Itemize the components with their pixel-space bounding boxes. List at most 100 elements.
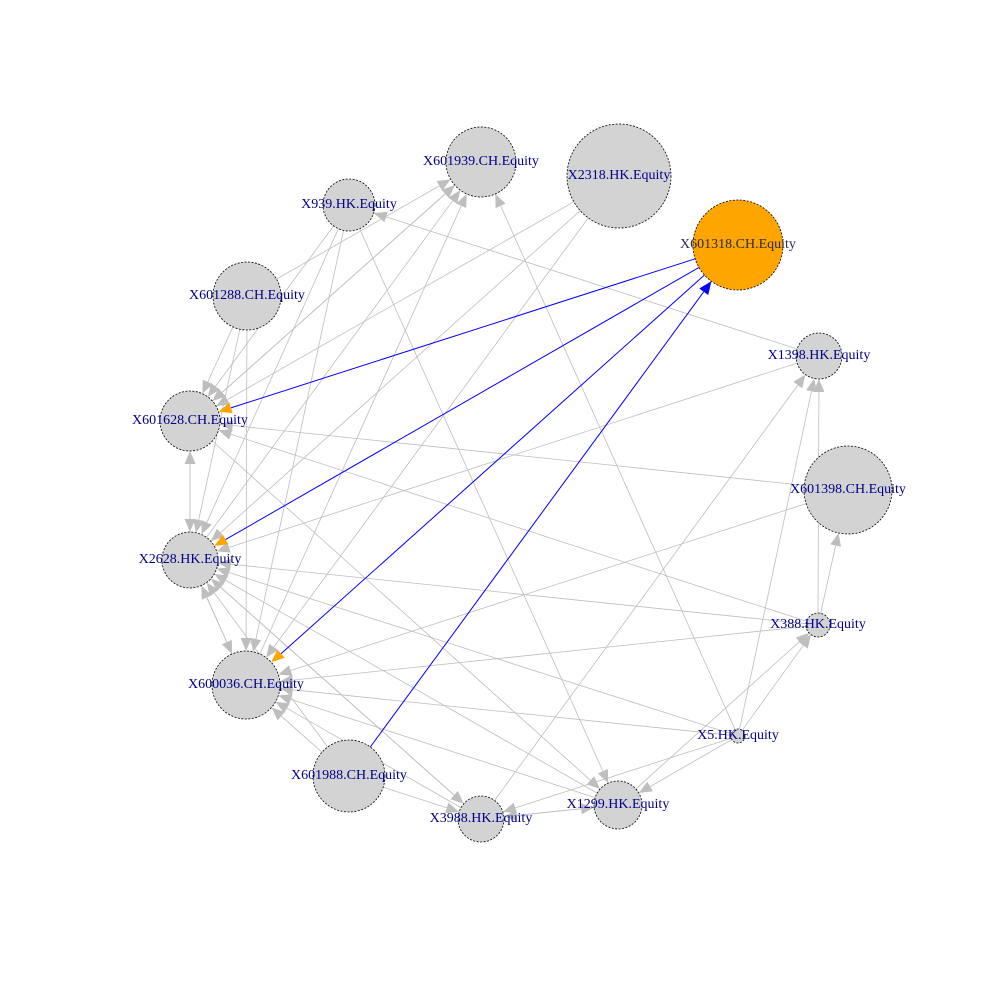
- node-x601288-ch-equity: [212, 261, 282, 331]
- arrowhead: [202, 379, 213, 394]
- arrowhead: [206, 582, 219, 597]
- edge-line: [280, 715, 323, 753]
- node-layer: [159, 123, 893, 843]
- edge-line: [225, 266, 700, 541]
- edge-x3988-hk-equity-to-x2628-hk-equity: [210, 578, 465, 804]
- node-label-x1398-hk-equity: X1398.HK.Equity: [768, 348, 871, 363]
- arrowhead: [221, 639, 233, 654]
- node-x600036-ch-equity: [211, 650, 281, 720]
- arrowhead: [250, 637, 262, 652]
- arrowhead: [830, 533, 841, 547]
- edge-line: [359, 228, 604, 772]
- arrowhead: [240, 638, 252, 651]
- node-x1398-hk-equity: [795, 332, 843, 380]
- edge-x3988-hk-equity-to-x1398-hk-equity: [494, 374, 806, 801]
- arrowhead: [217, 558, 232, 570]
- edge-x2628-hk-equity-to-x601628-ch-equity: [184, 451, 196, 532]
- arrowhead: [580, 803, 595, 815]
- arrowhead: [699, 281, 712, 295]
- edge-x5-hk-equity-to-x388-hk-equity: [741, 634, 811, 731]
- node-x2318-hk-equity: [566, 123, 672, 229]
- edge-line: [220, 587, 465, 804]
- edge-x601318-ch-equity-to-x601628-ch-equity: [218, 258, 696, 414]
- edge-x1299-hk-equity-to-x2628-hk-equity: [214, 573, 598, 794]
- edge-line: [220, 210, 581, 533]
- edge-line: [515, 737, 732, 809]
- arrowhead: [184, 451, 196, 464]
- node-x601939-ch-equity: [445, 126, 517, 198]
- arrowhead: [201, 585, 212, 600]
- edge-x5-hk-equity-to-x2628-hk-equity: [216, 567, 732, 735]
- node-label-x601288-ch-equity: X601288.CH.Equity: [189, 288, 305, 303]
- node-x1299-hk-equity: [593, 780, 643, 830]
- arrowhead: [456, 193, 467, 208]
- arrowhead: [214, 534, 229, 546]
- edge-line: [206, 200, 454, 538]
- arrowhead: [271, 707, 285, 721]
- arrowhead: [266, 643, 279, 658]
- edge-line: [225, 580, 598, 794]
- edge-line: [230, 258, 696, 409]
- edge-x601988-ch-equity-to-x3988-hk-equity: [383, 786, 460, 814]
- edge-line: [369, 291, 705, 748]
- edge-x939-hk-equity-to-x1299-hk-equity: [359, 228, 609, 784]
- node-x2628-hk-equity: [161, 531, 219, 589]
- node-label-x601939-ch-equity: X601939.CH.Equity: [423, 154, 539, 169]
- node-x601398-ch-equity: [803, 445, 893, 535]
- edge-x2318-hk-equity-to-x601628-ch-equity: [216, 201, 574, 407]
- edge-line: [259, 205, 462, 655]
- arrowhead: [216, 567, 231, 578]
- edge-line: [255, 230, 344, 640]
- arrowhead: [502, 802, 517, 814]
- node-x939-hk-equity: [322, 178, 376, 232]
- edge-x1398-hk-equity-to-x939-hk-equity: [373, 211, 798, 350]
- node-x388-hk-equity: [805, 612, 831, 638]
- arrowhead: [795, 633, 810, 646]
- edge-line: [383, 786, 447, 809]
- node-label-x3988-hk-equity: X3988.HK.Equity: [430, 811, 533, 826]
- arrowhead: [445, 802, 460, 814]
- edge-line: [290, 699, 596, 798]
- node-x601318-ch-equity: [692, 199, 784, 291]
- edge-line: [206, 597, 233, 655]
- edge-x5-hk-equity-to-x600036-ch-equity: [279, 684, 732, 736]
- edge-line: [739, 391, 812, 730]
- edge-x5-hk-equity-to-x3988-hk-equity: [502, 737, 732, 814]
- edge-line: [207, 326, 234, 383]
- node-label-x601398-ch-equity: X601398.CH.Equity: [790, 482, 906, 497]
- edge-x2318-hk-equity-to-x600036-ch-equity: [266, 217, 589, 658]
- edge-line: [276, 185, 440, 280]
- edge-line: [820, 545, 836, 614]
- arrowhead: [806, 378, 817, 393]
- edge-line: [206, 228, 339, 523]
- edge-x601318-ch-equity-to-x2628-hk-equity: [214, 266, 700, 546]
- node-x601988-ch-equity: [312, 739, 386, 813]
- arrowhead: [271, 649, 285, 663]
- edge-x2318-hk-equity-to-x2628-hk-equity: [210, 210, 581, 542]
- node-label-x2628-hk-equity: X2628.HK.Equity: [139, 552, 242, 567]
- edge-x601988-ch-equity-to-x600036-ch-equity: [271, 707, 323, 753]
- arrowhead: [503, 809, 518, 821]
- node-label-x5-hk-equity: X5.HK.Equity: [697, 728, 779, 743]
- arrowhead: [216, 394, 231, 407]
- arrowhead: [218, 429, 233, 440]
- node-label-x2318-hk-equity: X2318.HK.Equity: [568, 168, 671, 183]
- arrowhead: [214, 573, 229, 586]
- edge-x939-hk-equity-to-x2628-hk-equity: [201, 228, 339, 535]
- arrowhead: [495, 193, 506, 209]
- arrowhead: [193, 518, 204, 533]
- edge-line: [503, 808, 582, 818]
- edge-x5-hk-equity-to-x1299-hk-equity: [638, 739, 733, 793]
- edge-x5-hk-equity-to-x1398-hk-equity: [739, 378, 817, 730]
- edge-line: [635, 641, 800, 790]
- edge-x601398-ch-equity-to-x600036-ch-equity: [278, 503, 807, 676]
- edge-x601288-ch-equity-to-x601939-ch-equity: [276, 179, 451, 280]
- node-label-x600036-ch-equity: X600036.CH.Equity: [188, 677, 304, 692]
- edge-line: [228, 572, 732, 735]
- arrowhead: [278, 694, 293, 705]
- edge-line: [245, 329, 248, 639]
- arrowhead: [275, 701, 290, 714]
- arrowhead: [216, 542, 231, 553]
- node-label-x939-hk-equity: X939.HK.Equity: [301, 197, 397, 212]
- arrowhead: [201, 520, 212, 535]
